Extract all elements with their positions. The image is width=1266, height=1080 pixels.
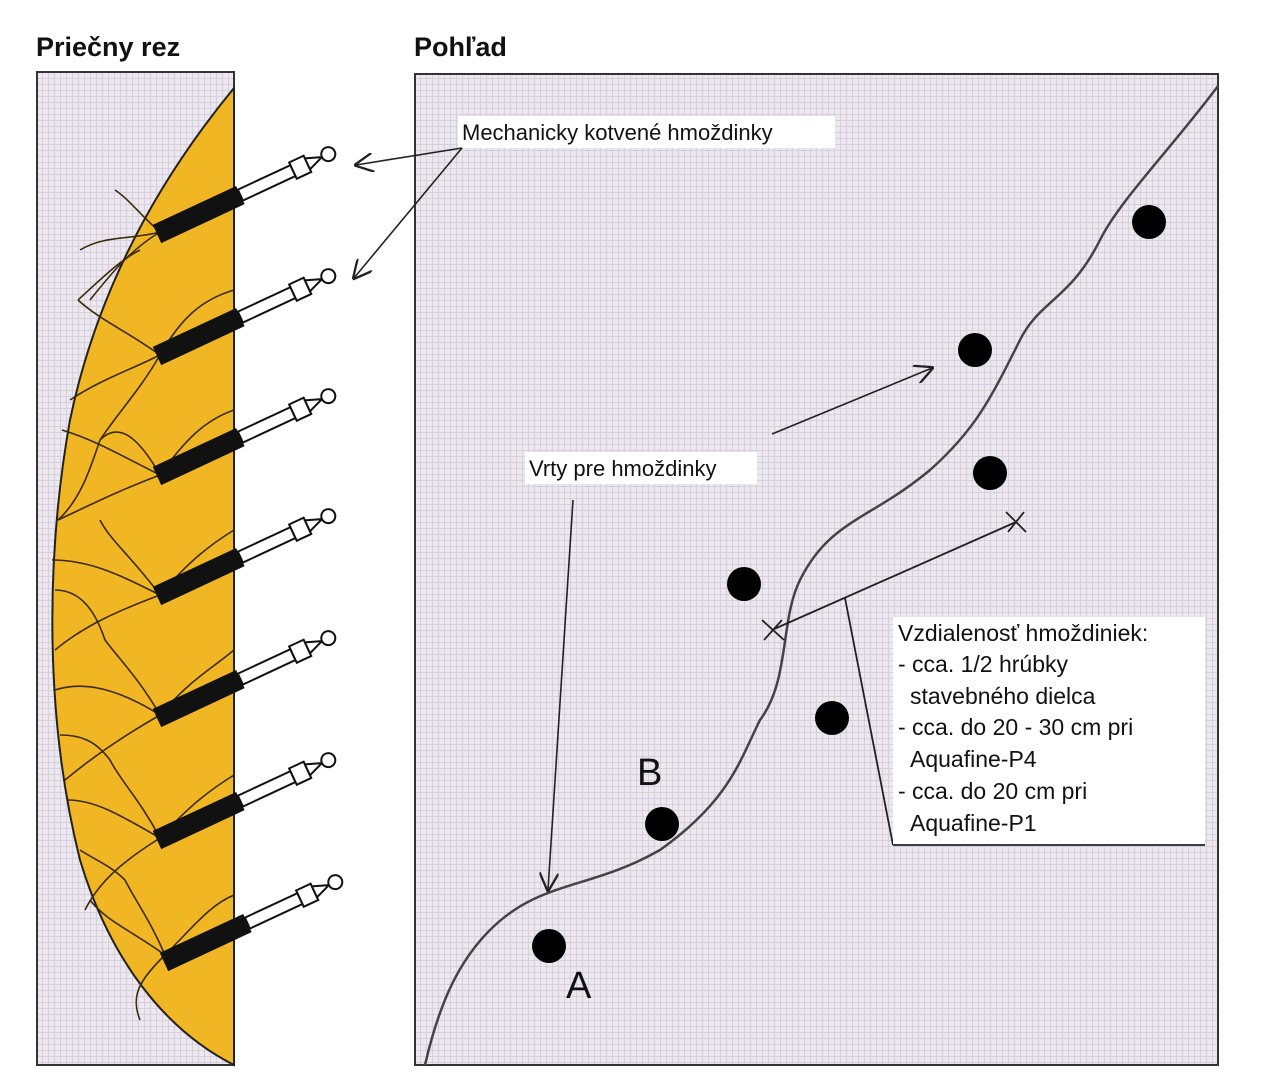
cross-section-panel [36,71,344,1067]
grease-nipple-icon [320,630,337,647]
drill-hole [532,929,566,963]
grease-nipple-icon [320,388,337,405]
spacing-note-line: Aquafine-P1 [910,810,1037,836]
grease-nipple-icon [320,146,337,163]
anchor-packer-4 [152,508,337,606]
holes-arrow-up [771,368,932,435]
spacing-note-title: Vzdialenosť hmoždiniek: [898,620,1148,646]
view-panel: A B Vzdialenosť hmoždiniek: - cca. 1/2 h… [414,73,1219,1066]
crack-network [51,189,235,1021]
wall-surface [414,73,1219,1066]
grease-nipple-icon [320,508,337,525]
drill-hole [727,567,761,601]
holes-label-bg [525,452,757,484]
grease-nipple-icon [320,752,337,769]
holes-arrow-down [548,499,574,890]
holes-label: Vrty pre hmoždinky [529,456,716,481]
spacing-note-line: - cca. do 20 - 30 cm pri [898,714,1133,740]
packer-shaft [236,163,297,202]
spacing-note-line: Aquafine-P4 [910,746,1037,772]
anchor-packer-5 [152,630,337,728]
spacing-note-line: - cca. do 20 cm pri [898,778,1087,804]
section-heading: Priečny rez [36,32,180,62]
drill-hole [958,333,992,367]
drill-hole [1132,205,1166,239]
anchor-packer-7 [159,874,344,972]
view-heading: Pohľad [414,32,507,62]
drill-hole [973,456,1007,490]
spacing-note-box [893,617,1205,845]
spacing-note-line: - cca. 1/2 hrúbky [898,651,1069,677]
anchor-packer-2 [152,268,337,366]
crack-line [423,85,1219,1066]
anchors-label-bg [458,116,835,148]
point-a-label: A [566,965,592,1007]
grease-nipple-icon [327,874,344,891]
anchors-arrow-upper [356,147,463,165]
drill-hole [645,807,679,841]
anchor-packer-3 [152,388,337,486]
anchors-label: Mechanicky kotvené hmoždinky [462,120,773,145]
spacing-note-line: stavebného dielca [910,683,1096,709]
packer-body [152,186,245,244]
anchor-packer-1 [152,146,337,244]
anchors-arrow-lower [354,147,463,278]
spacing-dimension [761,511,1027,846]
point-b-label: B [637,752,662,794]
anchor-packer-6 [152,752,337,850]
grease-nipple-icon [320,268,337,285]
drill-hole [815,701,849,735]
